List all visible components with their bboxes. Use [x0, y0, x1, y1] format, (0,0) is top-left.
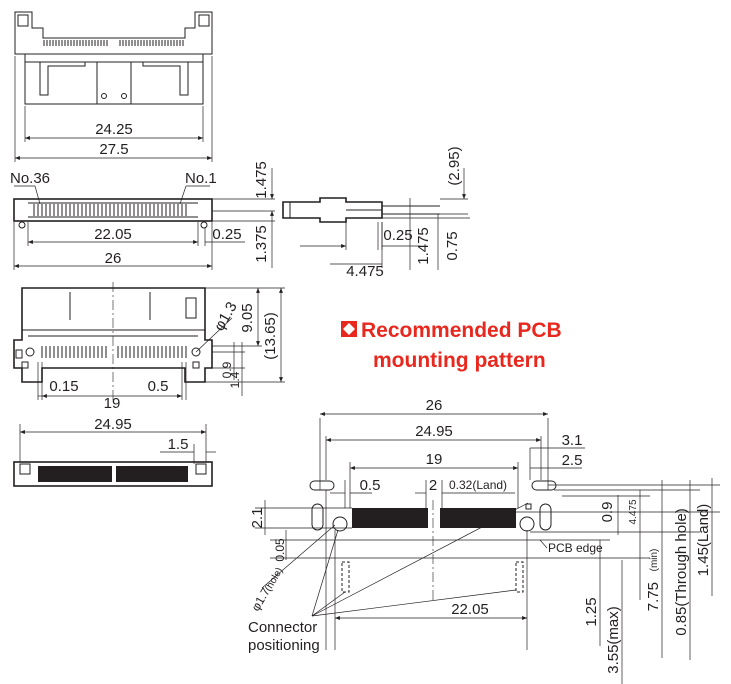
- top-pin-row: [43, 40, 184, 46]
- pcb-edge-label: PCB edge: [548, 541, 603, 555]
- pcb-land-pads: [352, 508, 516, 528]
- pcb-dim-0-05: 0.05: [273, 538, 287, 562]
- pcb-dim-1-25: 1.25: [583, 597, 600, 626]
- rear-pin-row: [38, 466, 188, 482]
- pcb-hole-suffix: (hole): [263, 566, 285, 594]
- front-dim-offset: 0.25: [212, 226, 241, 243]
- side-view: (2.95) 0.25 4.475 1.475 0.75: [282, 146, 470, 280]
- pcb-dim-2-1: 2.1: [249, 508, 266, 529]
- front-dim-width: 26: [105, 250, 122, 267]
- pcb-dim-land: 0.32(Land): [449, 478, 507, 492]
- pcb-dim-0-9: 0.9: [599, 502, 616, 523]
- positioning-label-1: Connector: [248, 619, 317, 636]
- pcb-title-line1: Recommended PCB: [361, 319, 562, 342]
- pcb-dim-0-5: 0.5: [360, 477, 381, 494]
- pcb-dim-3-1: 3.1: [562, 432, 583, 449]
- pin1-label: No.1: [185, 170, 217, 187]
- pcb-title-line2: mounting pattern: [373, 349, 546, 372]
- pcb-pattern: 26 24.95 3.1 19 2.5 0.5 2 0.32(Land): [248, 397, 720, 684]
- rear-dim-tab: 1.5: [168, 436, 189, 453]
- front-pin-row: [33, 204, 187, 216]
- pcb-dim-2-5: 2.5: [562, 452, 583, 469]
- side-dim-depth: 4.475: [346, 263, 384, 280]
- positioning-leaders: [311, 502, 529, 617]
- side-dim-h1: 1.475: [415, 227, 432, 265]
- top-dim-inner: 24.25: [95, 121, 133, 138]
- top-dim-outer: 27.5: [99, 141, 128, 158]
- top-right-latch: [198, 14, 210, 27]
- pcb-dim-24-95: 24.95: [415, 423, 453, 440]
- bottom-body: [13, 287, 213, 383]
- pcb-dim-2: 2: [429, 477, 437, 494]
- pcb-positioning-slots: [341, 561, 524, 593]
- side-dim-offset: 0.25: [383, 227, 412, 244]
- side-dim-h2: 0.75: [444, 231, 461, 260]
- top-view: 24.25 27.5: [14, 11, 213, 162]
- bottom-view: φ1.3 9.05 (13.65) 0.9 1.4 0.15 19 0.5: [13, 282, 285, 412]
- bottom-dim-left: 0.15: [49, 378, 78, 395]
- pcb-dim-19: 19: [426, 451, 443, 468]
- front-dim-height-top: 1.475: [253, 161, 270, 199]
- pcb-side-holes: [311, 503, 552, 532]
- rear-body: [13, 461, 213, 487]
- front-dim-height-bottom: 1.375: [253, 225, 270, 263]
- bottom-dim-v2: 1.4: [228, 371, 242, 388]
- pcb-dim-7-75: 7.75: [645, 582, 662, 611]
- red-diamond-icon: [343, 323, 355, 335]
- bottom-dim-h2: (13.65): [262, 312, 279, 360]
- bottom-dim-h1: 9.05: [239, 303, 256, 332]
- front-view: No.36 No.1 22.05 0.25 26 1.475 1.375: [10, 161, 275, 270]
- pcb-dim-3-55: 3.55(max): [605, 606, 622, 674]
- rear-dim-width: 24.95: [94, 416, 132, 433]
- rear-view: 24.95 1.5: [13, 416, 216, 487]
- pcb-upper-holes: [309, 480, 557, 491]
- pcb-dim-land-total: 1.45(Land): [695, 504, 712, 577]
- front-body: [13, 198, 213, 222]
- pcb-dim-22-05: 22.05: [451, 601, 489, 618]
- pcb-dim-4-475: 4.475: [628, 499, 639, 524]
- bottom-pin-row: [41, 346, 187, 358]
- bottom-hole-dia: φ1.3: [211, 299, 241, 334]
- pin36-label: No.36: [10, 170, 50, 187]
- pcb-dim-26: 26: [426, 397, 443, 414]
- positioning-label-2: positioning: [248, 637, 320, 654]
- side-dim-total: (2.95): [446, 146, 463, 185]
- pcb-dim-through: 0.85(Through hole): [673, 508, 690, 636]
- pcb-dim-7-75-suffix: (min): [649, 549, 660, 572]
- bottom-dim-v1: 0.9: [220, 361, 234, 378]
- front-dim-pitch-span: 22.05: [94, 226, 132, 243]
- bottom-dim-right: 0.5: [148, 378, 169, 395]
- top-left-latch: [17, 14, 29, 27]
- bottom-dim-span: 19: [104, 395, 121, 412]
- pcb-title: Recommended PCB mounting pattern: [341, 319, 562, 372]
